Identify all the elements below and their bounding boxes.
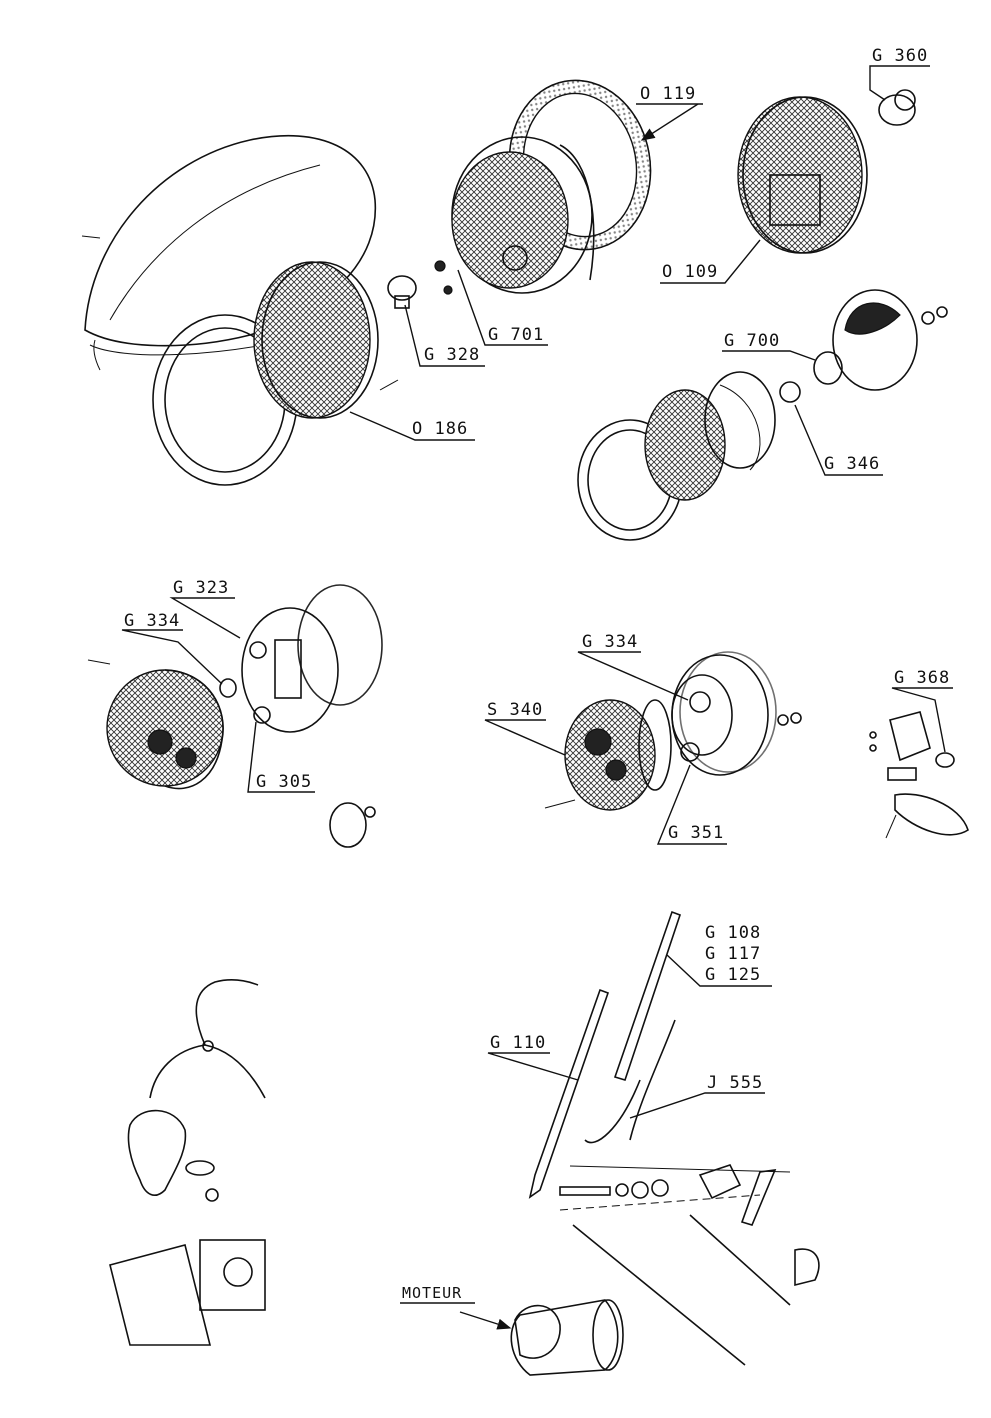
label-g110: G 110 (490, 1033, 547, 1053)
mount-plate (241, 607, 339, 733)
label-g351: G 351 (668, 823, 725, 843)
switch-wire-assembly (109, 979, 266, 1346)
headlamp-bowl (451, 136, 595, 294)
label-g368: G 368 (894, 668, 951, 688)
lens-housing (106, 669, 224, 787)
part-g368-plate-light (869, 711, 969, 839)
wiper-blade (613, 910, 682, 1081)
label-g108: G 108 (705, 923, 762, 943)
headlamp-lens (253, 261, 371, 419)
small-reflector (329, 802, 367, 848)
label-g346: G 346 (824, 454, 881, 474)
label-g117: G 117 (705, 944, 762, 964)
label-moteur: MOTEUR (402, 1284, 463, 1302)
g110-wiper-arm (528, 988, 610, 1199)
fairing-shell (84, 134, 377, 347)
tail-light-left (87, 584, 383, 848)
exploded-headlamp-right (577, 289, 948, 541)
switch-box (199, 1239, 266, 1311)
wiper-assembly (510, 910, 820, 1376)
label-o119: O 119 (640, 84, 697, 104)
label-o186: O 186 (412, 419, 469, 439)
label-g328: G 328 (424, 345, 481, 365)
label-g701: G 701 (488, 325, 545, 345)
g346-bulb (779, 381, 801, 403)
part-g328-holder (387, 260, 453, 309)
bracket-plate (109, 1244, 212, 1346)
reflector (704, 371, 776, 469)
tail-light-center (544, 651, 802, 811)
label-j555: J 555 (707, 1073, 764, 1093)
label-s340: S 340 (487, 700, 544, 720)
j555-cable (584, 1079, 641, 1144)
headlamp-fairing-group (81, 134, 399, 486)
switch-body (127, 1109, 187, 1196)
g700-holder (813, 351, 843, 385)
label-g305: G 305 (256, 772, 313, 792)
label-o109: O 109 (662, 262, 719, 282)
label-g334-center: G 334 (582, 632, 639, 652)
label-g323: G 323 (173, 578, 230, 598)
wiper-motor (510, 1299, 619, 1376)
rear-shell (832, 289, 918, 391)
label-g700: G 700 (724, 331, 781, 351)
label-g334-left: G 334 (124, 611, 181, 631)
part-o109-lamp-unit (737, 96, 868, 254)
lens-grid (644, 389, 726, 501)
rear-gasket (297, 584, 383, 706)
label-g125: G 125 (705, 965, 762, 985)
s340-lens (564, 699, 656, 811)
label-g360: G 360 (872, 46, 929, 66)
part-g360-bulb (878, 89, 916, 126)
leader-lines (121, 65, 953, 1330)
housing-drum (671, 654, 769, 776)
